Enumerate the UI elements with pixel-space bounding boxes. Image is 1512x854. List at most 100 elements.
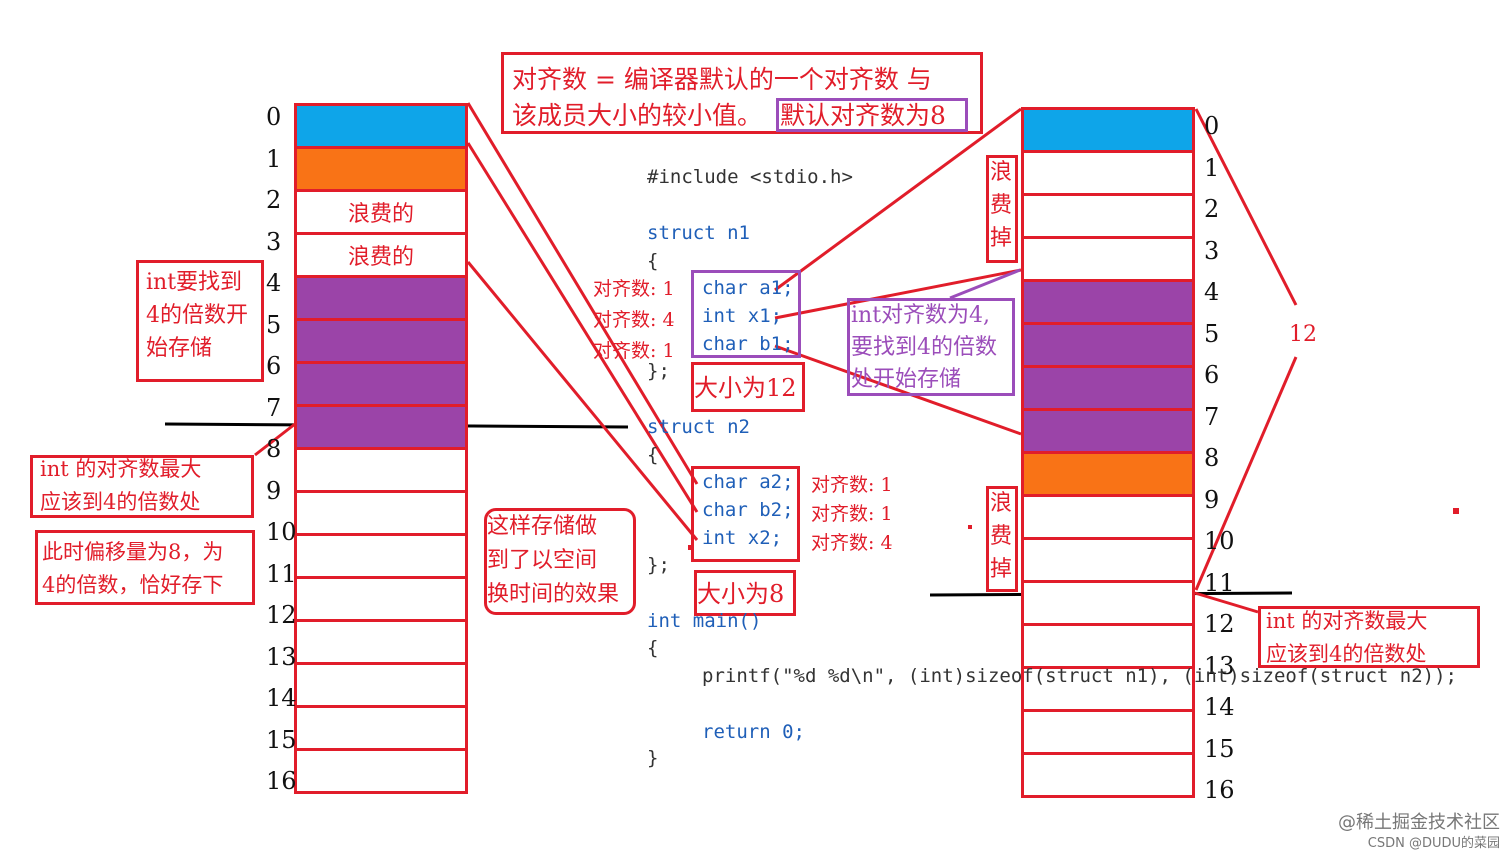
n2-size-box [694,570,796,616]
memory-index-label: 11 [266,559,297,588]
red-dot [688,545,693,550]
memory-cell [1021,580,1195,626]
memory-index-label: 2 [266,186,282,214]
waste-top-2: 费 [990,193,1013,218]
n2-align-x2: 对齐数: 4 [811,532,893,554]
memory-index-label: 11 [1204,568,1235,597]
int-align-purple-line3: 处开始存储 [851,367,962,392]
memory-index-label: 13 [1204,651,1235,680]
memory-cell [294,662,468,708]
memory-cell [1021,150,1195,196]
waste-top-1: 浪 [990,160,1013,185]
title-note-line1: 对齐数 = 编译器默认的一个对齐数 与 [512,65,932,94]
title-note-line2: 该成员大小的较小值。 [512,101,763,130]
int-find-note-box [136,260,264,382]
space-time-note-line3: 换时间的效果 [487,582,620,607]
memory-cell [1021,709,1195,755]
code-n2-close: }; [647,554,670,576]
conn-right-b1 [774,344,1022,436]
int-find-note-line1: int要找到 [146,270,243,295]
waste-bottom-3: 掉 [990,557,1013,582]
int-align-left-line1: int 的对齐数最大 [40,457,202,481]
conn-right-a1 [774,107,1022,292]
red-dot [1453,508,1459,514]
code-n2-open: { [647,444,659,466]
offset-note-line1: 此时偏移量为8，为 [42,540,224,564]
int-align-purple-line1: int对齐数为4, [851,303,991,328]
memory-index-label: 16 [266,767,297,795]
n2-members-box [691,466,800,562]
memory-cell [294,275,468,321]
memory-cell [294,705,468,751]
offset-note-line2: 4的倍数，恰好存下 [42,573,224,597]
memory-index-label: 3 [1204,236,1220,265]
memory-cell [294,576,468,622]
code-struct-n2: struct n2 [647,416,750,438]
code-printf-line: printf("%d %d\n", (int)sizeof(struct n1)… [702,665,1457,687]
memory-index-label: 6 [1204,361,1220,389]
int-align-left-box [30,455,254,518]
memory-cell [1021,623,1195,669]
int-align-right-box [1258,606,1480,668]
memory-index-label: 2 [1204,195,1220,223]
memory-index-label: 0 [266,103,282,131]
code-main-signature: int main() [647,610,762,632]
default-align-label: 默认对齐数为8 [780,101,946,130]
memory-index-label: 5 [266,310,282,339]
memory-cell [294,748,468,794]
memory-index-label: 15 [266,725,297,754]
code-n1-open: { [647,250,659,272]
n1-size-box [691,362,805,412]
memory-cell [294,619,468,665]
left-memory-column: 浪费的浪费的 [294,103,468,794]
int-align-purple-line2: 要找到4的倍数 [851,335,997,360]
memory-cell [294,404,468,450]
right-memory-column [1021,107,1195,798]
memory-cell [1021,279,1195,325]
n1-align-b1: 对齐数: 1 [593,340,675,362]
code-return-line: return 0; [702,721,805,743]
offset-note-box [35,530,255,605]
size-bracket-bottom [1194,356,1298,591]
memory-cell [1021,408,1195,454]
int-align-left-line2: 应该到4的倍数处 [40,490,201,514]
conn-left-x2 [466,261,699,541]
code-n2-member-x2: int x2; [702,527,783,549]
waste-top-3: 掉 [990,226,1013,251]
code-n1-member-a1: char a1; [702,277,794,299]
memory-cell [1021,451,1195,497]
memory-cell-label: 浪费的 [347,202,414,227]
n2-align-a2: 对齐数: 1 [811,474,893,496]
code-n1-close: }; [647,360,670,382]
memory-index-label: 14 [266,684,297,712]
waste-bottom-2: 费 [990,524,1013,549]
conn-right-x1 [774,268,1022,320]
memory-cell [294,103,468,149]
memory-index-label: 14 [1204,693,1235,721]
code-main-close: } [647,747,659,769]
memory-index-label: 5 [1204,319,1220,348]
n1-size-label: 大小为12 [694,374,797,402]
space-time-note-line2: 到了以空间 [487,548,598,573]
space-time-note-box [484,508,636,615]
memory-cell [1021,365,1195,411]
code-struct-n1: struct n1 [647,222,750,244]
memory-cell [294,361,468,407]
n2-align-b2: 对齐数: 1 [811,503,893,525]
red-dot [968,525,972,529]
n1-align-a1: 对齐数: 1 [593,278,675,300]
memory-cell-label: 浪费的 [347,245,414,270]
code-n1-member-x1: int x1; [702,305,783,327]
memory-index-label: 10 [266,518,297,546]
int-find-note-line2: 4的倍数开 [146,303,248,328]
memory-index-label: 12 [266,601,297,629]
waste-bottom-1: 浪 [990,491,1013,516]
conn-left-b2 [466,142,699,513]
memory-cell: 浪费的 [294,189,468,235]
conn-int-align-right [1194,591,1259,614]
n1-align-x1: 对齐数: 4 [593,309,675,331]
title-note-box [501,52,983,134]
memory-index-label: 1 [266,144,282,173]
n1-members-box [691,270,801,358]
